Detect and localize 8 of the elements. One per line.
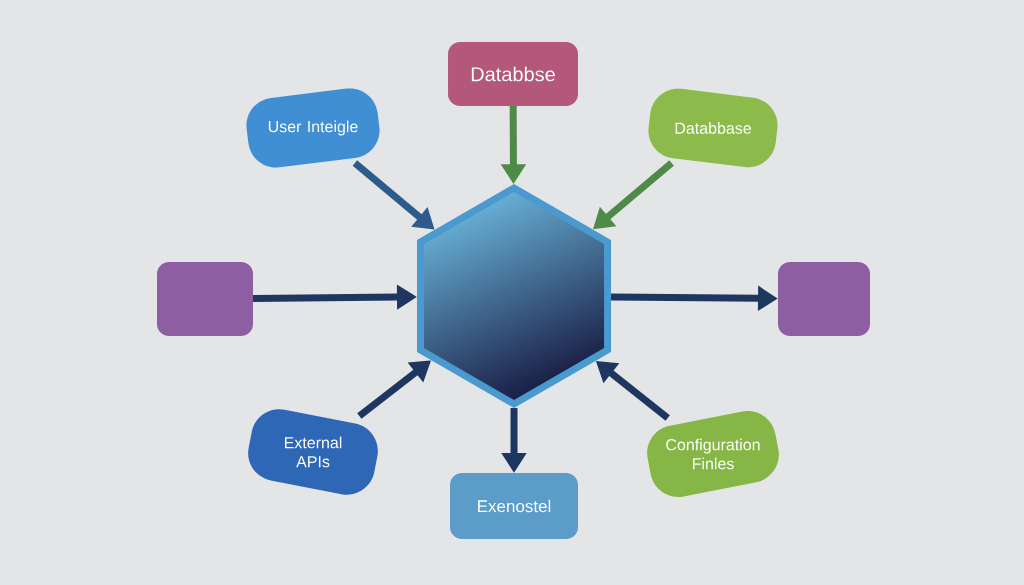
rounded-box: External APIs (248, 409, 378, 495)
rounded-box: Databbase (648, 88, 778, 168)
rounded-box (157, 262, 253, 336)
rounded-box: User Inteigle (246, 88, 380, 168)
rounded-box (778, 262, 870, 336)
rounded-box: Databbse (448, 42, 578, 106)
rounded-box: Configuration Finles (647, 411, 779, 497)
rounded-box: Exenostel (450, 473, 578, 539)
